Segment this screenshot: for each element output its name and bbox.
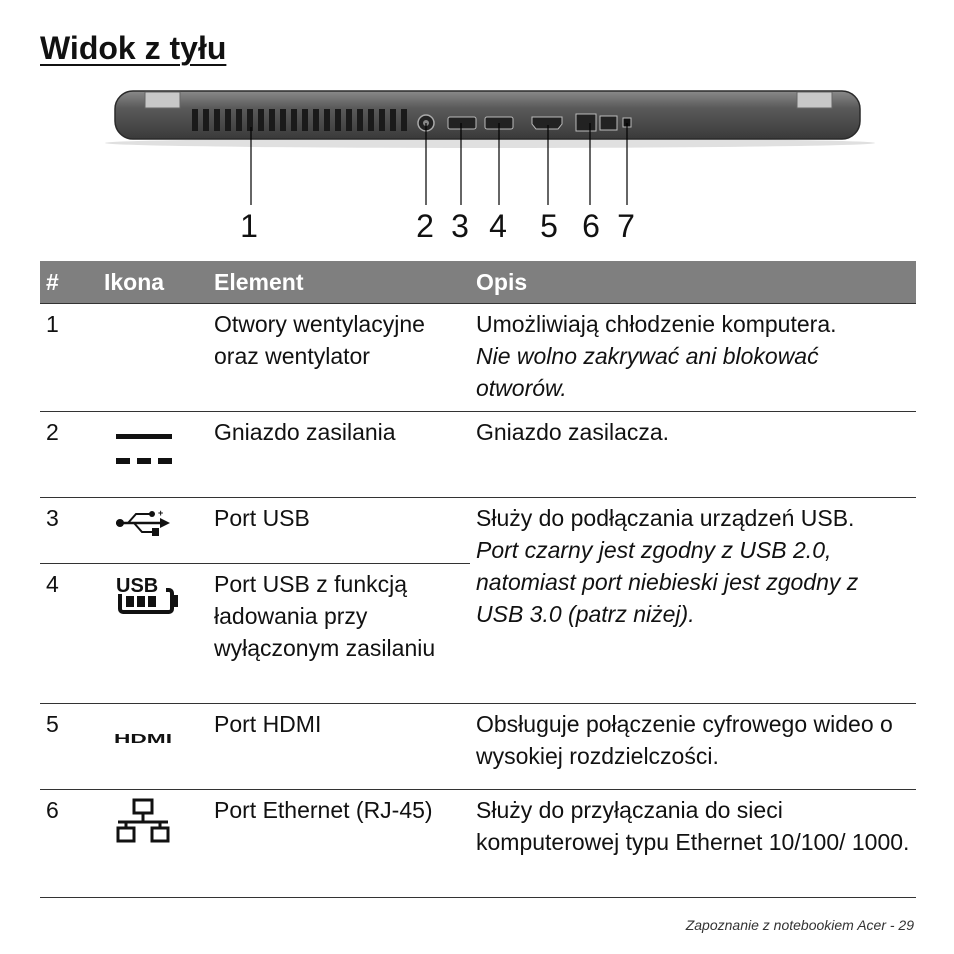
- callout-4: 4: [489, 208, 507, 244]
- table-header-row: # Ikona Element Opis: [40, 261, 916, 304]
- row-description: Gniazdo zasilacza.: [470, 411, 916, 498]
- hdmi-icon-label: HDMI: [114, 731, 172, 746]
- vent-slots: [192, 109, 407, 131]
- row-number: 1: [40, 303, 98, 412]
- callout-7: 7: [617, 208, 635, 244]
- ethernet-icon: [116, 798, 170, 843]
- header-description: Opis: [470, 261, 916, 304]
- row-number: 5: [40, 703, 98, 790]
- page-footer: Zapoznanie z notebookiem Acer - 29: [685, 917, 914, 933]
- table-row: 3 + Port USB Służy do: [40, 497, 916, 704]
- row-number: 2: [40, 411, 98, 498]
- row-description: Obsługuje połączenie cyfrowego wideo o w…: [470, 703, 916, 790]
- row-icon-cell: USB: [98, 563, 208, 704]
- row-element: Otwory wentylacyjne oraz wentylator: [208, 303, 470, 412]
- usb-icon: +: [116, 508, 170, 536]
- row-icon-cell: [98, 789, 208, 898]
- page-title: Widok z tyłu: [40, 30, 227, 66]
- usb-charge-icon: USB: [116, 574, 178, 614]
- callout-2: 2: [416, 208, 434, 244]
- row-description: Umożliwiają chłodzenie komputera. Nie wo…: [470, 303, 916, 412]
- description-note: Nie wolno zakrywać ani blokować otworów.: [476, 343, 819, 401]
- row-icon-cell: +: [98, 497, 208, 564]
- callout-1: 1: [240, 208, 258, 244]
- description-text: Służy do podłączania urządzeń USB.: [476, 505, 855, 531]
- dc-power-icon: [116, 434, 172, 464]
- table-row: 4 USB Port USB z funkcją ładowania przy …: [40, 563, 916, 704]
- hdmi-icon: HDMI: [114, 731, 172, 746]
- header-icon: Ikona: [98, 261, 208, 304]
- table-row: 1 Otwory wentylacyjne oraz wentylator Um…: [40, 303, 916, 412]
- row-description: Służy do przyłączania do sieci komputero…: [470, 789, 916, 898]
- callout-6: 6: [582, 208, 600, 244]
- callout-5: 5: [540, 208, 558, 244]
- table-row: 5 HDMI Port HDMI Obsługuje połączenie cy…: [40, 703, 916, 790]
- ports-table: # Ikona Element Opis 1 Otwory wentylacyj…: [40, 261, 916, 898]
- callout-3: 3: [451, 208, 469, 244]
- row-description: Służy do podłączania urządzeń USB. Port …: [470, 497, 916, 704]
- row-element: Port Ethernet (RJ-45): [208, 789, 470, 898]
- svg-text:+: +: [158, 508, 163, 518]
- laptop-rear-view: [105, 90, 875, 205]
- row-element: Port USB z funkcją ładowania przy wyłącz…: [208, 563, 470, 704]
- header-number: #: [40, 261, 98, 304]
- row-element: Gniazdo zasilania: [208, 411, 470, 498]
- description-text: Umożliwiają chłodzenie komputera.: [476, 311, 837, 337]
- description-note: Port czarny jest zgodny z USB 2.0, natom…: [476, 537, 859, 627]
- header-element: Element: [208, 261, 470, 304]
- row-number: 6: [40, 789, 98, 898]
- row-number: 4: [40, 563, 98, 704]
- row-element: Port HDMI: [208, 703, 470, 790]
- row-number: 3: [40, 497, 98, 564]
- row-element: Port USB: [208, 497, 470, 564]
- table-row: 2 Gniazdo zasilania Gniazdo zasilacza.: [40, 411, 916, 498]
- callout-lines: [250, 123, 628, 205]
- row-icon-cell: [98, 303, 208, 412]
- row-icon-cell: [98, 411, 208, 498]
- usb-charge-icon-label: USB: [116, 575, 158, 597]
- row-icon-cell: HDMI: [98, 703, 208, 790]
- table-row: 6 Port Ethernet (RJ-45) Służy do przyłąc…: [40, 789, 916, 898]
